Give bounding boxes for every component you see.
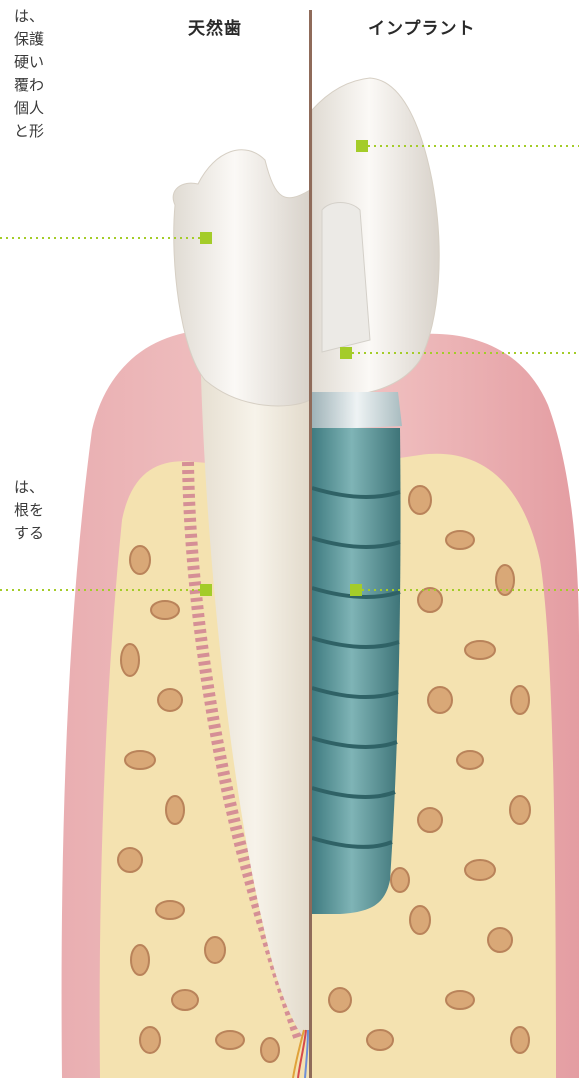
marker-root-natural xyxy=(200,584,212,596)
implant-abutment xyxy=(312,392,402,430)
text-line: は、 xyxy=(0,476,44,499)
marker-crown-implant xyxy=(356,140,368,152)
text-line: する xyxy=(0,522,44,545)
text-line: 根を xyxy=(0,499,44,522)
text-line: は、 xyxy=(0,5,44,28)
text-line: 保護 xyxy=(0,28,44,51)
text-line: と形 xyxy=(0,120,44,143)
marker-abutment-implant xyxy=(340,347,352,359)
text-line: 硬い xyxy=(0,51,44,74)
heading-implant: インプラント xyxy=(368,14,476,39)
text-line: 個人 xyxy=(0,97,44,120)
marker-fixture-implant xyxy=(350,584,362,596)
heading-natural-tooth: 天然歯 xyxy=(188,14,242,39)
text-line: 覆わ xyxy=(0,74,44,97)
description-top: は、 保護 硬い 覆わ 個人 と形 xyxy=(0,5,44,143)
marker-crown-natural xyxy=(200,232,212,244)
description-middle: は、 根を する xyxy=(0,476,44,545)
